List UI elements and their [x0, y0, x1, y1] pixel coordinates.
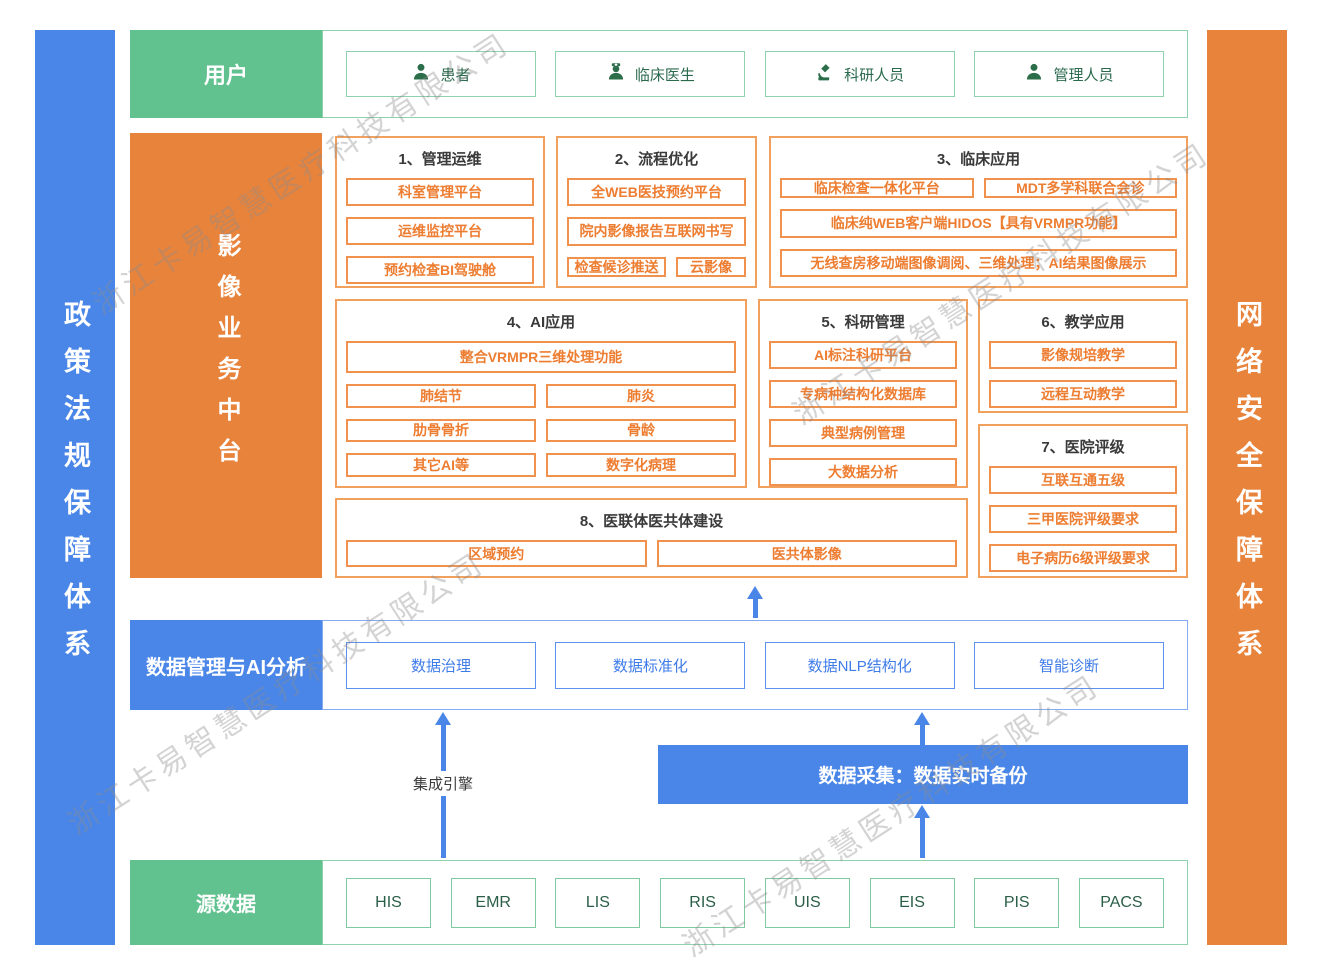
- group-management-ops: 1、管理运维 科室管理平台 运维监控平台 预约检查BI驾驶舱: [335, 136, 545, 288]
- platform-item: 临床纯WEB客户端HIDOS【具有VRMPR功能】: [780, 209, 1177, 238]
- platform-item: 云影像: [676, 256, 746, 277]
- integration-engine-label: 集成引擎: [399, 771, 487, 796]
- group-title: 3、临床应用: [936, 151, 1021, 168]
- data-mgmt-container: 数据治理 数据标准化 数据NLP结构化 智能诊断: [322, 620, 1188, 710]
- platform-item: 专病种结构化数据库: [769, 380, 957, 408]
- platform-item: 整合VRMPR三维处理功能: [346, 341, 736, 373]
- source-system-his: HIS: [346, 877, 431, 928]
- group-title: 5、科研管理: [821, 314, 905, 331]
- platform-item: 区域预约: [346, 540, 647, 567]
- platform-item: 全WEB医技预约平台: [567, 178, 746, 207]
- platform-item: 影像规培教学: [989, 341, 1177, 369]
- policy-regulation-label: 政策法规保障体系: [60, 299, 90, 676]
- platform-item: 肺炎: [546, 383, 736, 408]
- platform-item: AI标注科研平台: [769, 341, 957, 369]
- platform-item: 检查候诊推送: [567, 256, 666, 277]
- group-title: 8、医联体医共体建设: [579, 513, 724, 530]
- user-admin: 管理人员: [973, 51, 1164, 97]
- group-title: 6、教学应用: [1041, 314, 1125, 331]
- flow-arrow-up-icon: [914, 805, 930, 858]
- data-mgmt-row-label: 数据管理与AI分析: [130, 620, 322, 710]
- group-title: 2、流程优化: [614, 151, 699, 168]
- microscope-icon: [815, 62, 835, 86]
- patient-icon: [411, 62, 431, 86]
- platform-item: 运维监控平台: [346, 217, 534, 245]
- source-system-uis: UIS: [764, 877, 850, 928]
- platform-item: 肋骨骨折: [346, 418, 536, 443]
- network-security-label: 网络安全保障体系: [1232, 299, 1262, 676]
- user-patient: 患者: [346, 51, 536, 97]
- source-system-pacs: PACS: [1078, 877, 1164, 928]
- doctor-icon: [606, 62, 626, 86]
- platform-item: 骨龄: [546, 418, 736, 443]
- data-mgmt-item: 数据NLP结构化: [764, 641, 955, 689]
- user-clinician-label: 临床医生: [634, 66, 695, 84]
- group-ai-application: 4、AI应用 整合VRMPR三维处理功能 肺结节 肺炎 肋骨骨折 骨龄 其它AI…: [335, 299, 747, 488]
- network-security-bar: 网络安全保障体系: [1207, 30, 1287, 945]
- user-admin-label: 管理人员: [1053, 66, 1114, 84]
- platform-item: 无线查房移动端图像调阅、三维处理；AI结果图像展示: [780, 248, 1177, 277]
- data-mgmt-item: 数据治理: [346, 641, 536, 689]
- source-data-container: HIS EMR LIS RIS UIS EIS PIS PACS: [322, 860, 1188, 945]
- source-system-ris: RIS: [660, 877, 746, 928]
- group-medical-alliance: 8、医联体医共体建设 区域预约 医共体影像: [335, 498, 968, 578]
- platform-item: 三甲医院评级要求: [989, 505, 1177, 533]
- source-system-eis: EIS: [869, 877, 955, 928]
- source-system-emr: EMR: [450, 877, 536, 928]
- platform-item: 预约检查BI驾驶舱: [346, 256, 534, 284]
- data-mgmt-item: 数据标准化: [555, 641, 746, 689]
- group-title: 4、AI应用: [506, 314, 576, 331]
- admin-icon: [1024, 62, 1044, 86]
- users-container: 患者 临床医生 科研人员 管理人员: [322, 30, 1188, 118]
- platform-item: 数字化病理: [546, 453, 736, 477]
- user-patient-label: 患者: [440, 66, 471, 84]
- group-research-management: 5、科研管理 AI标注科研平台 专病种结构化数据库 典型病例管理 大数据分析: [758, 299, 968, 488]
- platform-item: 大数据分析: [769, 458, 957, 486]
- user-clinician: 临床医生: [555, 51, 746, 97]
- platform-item: MDT多学科联合会诊: [983, 178, 1177, 199]
- group-clinical-application: 3、临床应用 临床检查一体化平台 MDT多学科联合会诊 临床纯WEB客户端HID…: [769, 136, 1188, 288]
- platform-item: 医共体影像: [656, 540, 957, 567]
- user-researcher-label: 科研人员: [844, 66, 905, 84]
- imaging-platform-label-box: 影像业务中台: [130, 133, 322, 578]
- imaging-platform-label: 影像业务中台: [213, 232, 240, 479]
- platform-item: 肺结节: [346, 383, 536, 408]
- flow-arrow-up-icon: [747, 586, 763, 618]
- platform-item: 远程互动教学: [989, 380, 1177, 408]
- user-researcher: 科研人员: [764, 51, 955, 97]
- group-process-optimization: 2、流程优化 全WEB医技预约平台 院内影像报告互联网书写 检查候诊推送 云影像: [556, 136, 757, 288]
- policy-regulation-bar: 政策法规保障体系: [35, 30, 115, 945]
- source-data-row-label: 源数据: [130, 860, 322, 945]
- data-collection-box: 数据采集：数据实时备份: [658, 745, 1188, 804]
- group-title: 7、医院评级: [1041, 439, 1125, 456]
- flow-arrow-up-icon: [914, 712, 930, 745]
- group-teaching-application: 6、教学应用 影像规培教学 远程互动教学: [978, 299, 1188, 413]
- source-system-lis: LIS: [555, 877, 641, 928]
- platform-item: 科室管理平台: [346, 178, 534, 206]
- platform-item: 院内影像报告互联网书写: [567, 217, 746, 246]
- source-system-pis: PIS: [974, 877, 1060, 928]
- platform-item: 临床检查一体化平台: [780, 178, 974, 199]
- platform-item: 互联互通五级: [989, 466, 1177, 494]
- group-title: 1、管理运维: [398, 151, 482, 168]
- data-mgmt-item: 智能诊断: [973, 641, 1164, 689]
- platform-item: 典型病例管理: [769, 419, 957, 447]
- platform-item: 其它AI等: [346, 453, 536, 477]
- platform-item: 电子病历6级评级要求: [989, 544, 1177, 572]
- users-row-label: 用户: [130, 30, 322, 118]
- group-hospital-rating: 7、医院评级 互联互通五级 三甲医院评级要求 电子病历6级评级要求: [978, 424, 1188, 578]
